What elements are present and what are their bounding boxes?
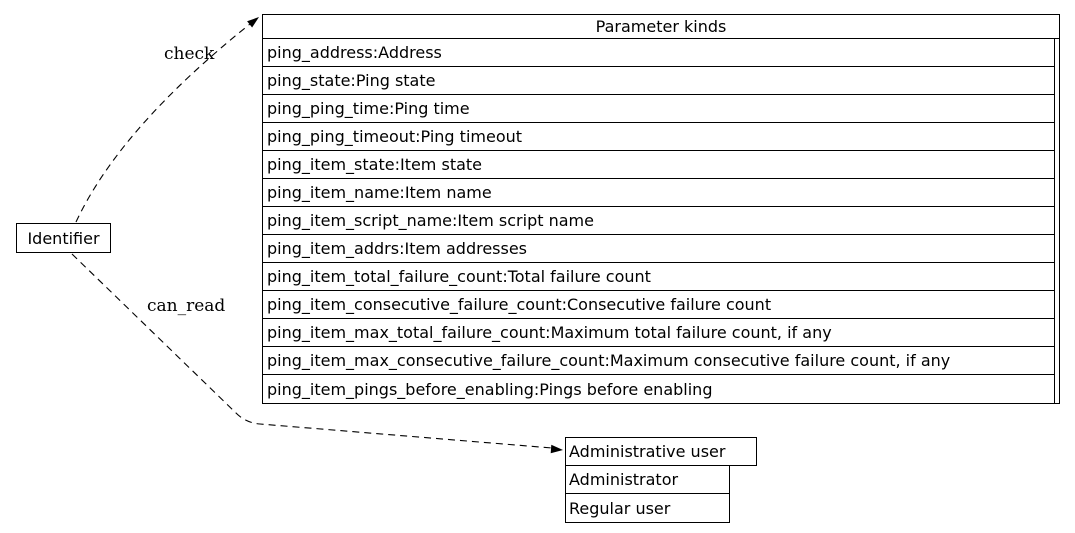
edge-label-can-read: can_read [147, 296, 226, 316]
table-row: ping_item_state:Item state [263, 151, 1055, 179]
table-row: ping_state:Ping state [263, 67, 1055, 95]
administrative-user-table-title: Administrative user [565, 437, 757, 466]
table-row: ping_item_pings_before_enabling:Pings be… [263, 375, 1055, 403]
parameter-kinds-table-title: Parameter kinds [263, 15, 1059, 39]
can-read-edge-line [71, 253, 553, 449]
table-row: ping_address:Address [263, 39, 1055, 67]
can-read-edge-arrowhead-icon [550, 444, 563, 454]
table-row: Administrator [565, 465, 730, 494]
table-row: ping_item_script_name:Item script name [263, 207, 1055, 235]
table-row: Regular user [565, 493, 730, 523]
node-identifier: Identifier [16, 223, 111, 253]
table-row: ping_ping_timeout:Ping timeout [263, 123, 1055, 151]
table-row: ping_ping_time:Ping time [263, 95, 1055, 123]
table-row: ping_item_total_failure_count:Total fail… [263, 263, 1055, 291]
table-row: ping_item_consecutive_failure_count:Cons… [263, 291, 1055, 319]
table-row: ping_item_name:Item name [263, 179, 1055, 207]
table-row: ping_item_max_total_failure_count:Maximu… [263, 319, 1055, 347]
table-row: ping_item_max_consecutive_failure_count:… [263, 347, 1055, 375]
check-edge-arrowhead-icon [247, 17, 259, 28]
edge-label-check: check [164, 44, 215, 64]
parameter-kinds-table: Parameter kinds ping_address:Address pin… [262, 14, 1060, 404]
table-row: ping_item_addrs:Item addresses [263, 235, 1055, 263]
check-edge-line [75, 23, 251, 223]
